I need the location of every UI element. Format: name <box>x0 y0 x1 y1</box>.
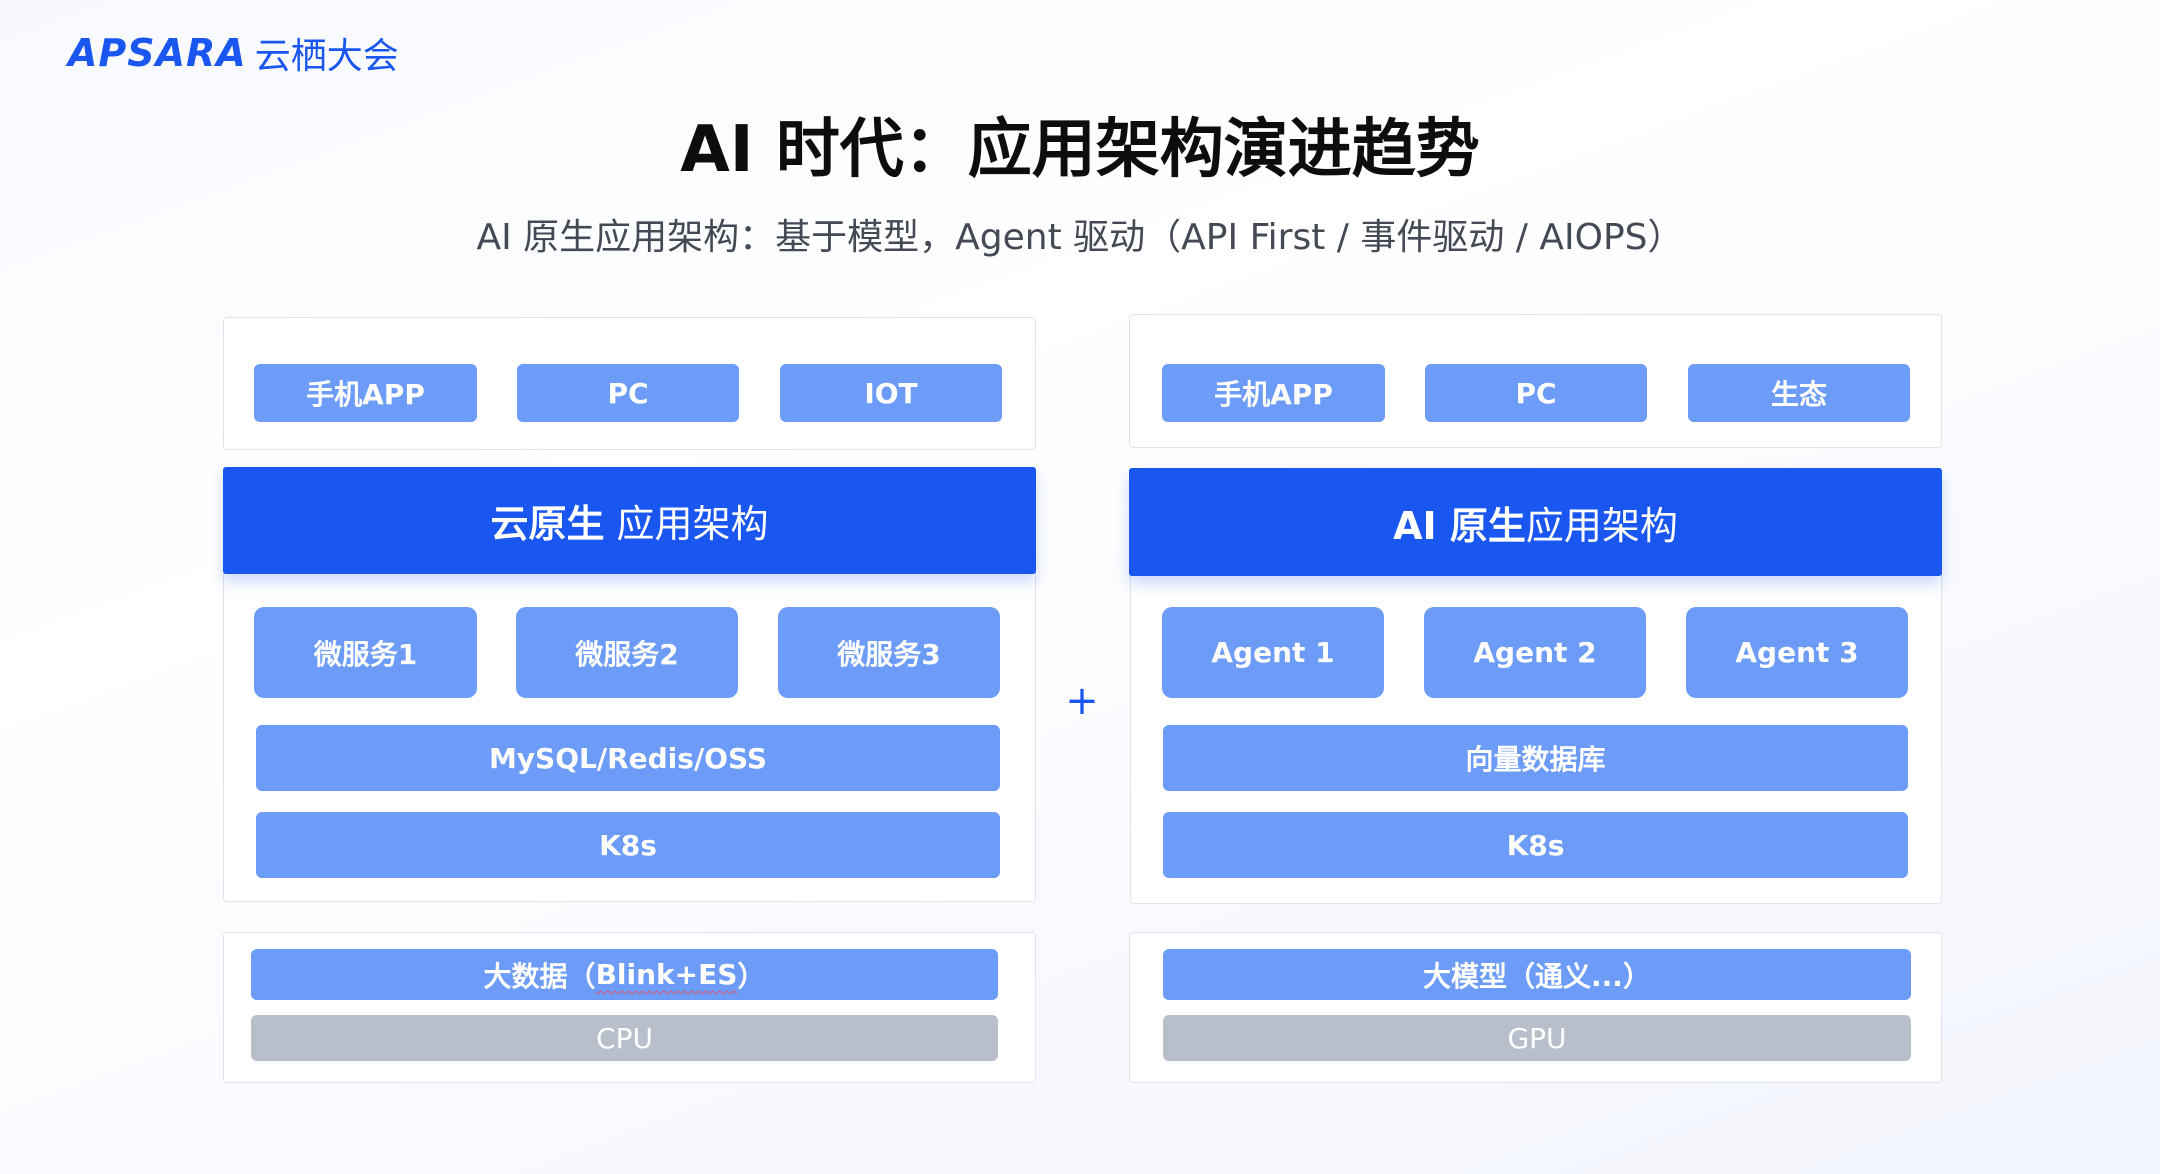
left-service-3: 微服务3 <box>778 607 1000 698</box>
right-k8s-layer: K8s <box>1163 812 1908 878</box>
right-banner-rest: 应用架构 <box>1525 503 1678 548</box>
logo-text-cn: 云栖大会 <box>254 36 399 77</box>
apsara-logo: APSARA 云栖大会 <box>68 28 399 78</box>
logo-text-en: APSARA <box>68 31 247 75</box>
page-title: AI 时代：应用架构演进趋势 <box>680 113 1480 187</box>
page-subtitle: AI 原生应用架构：基于模型，Agent 驱动（API First / 事件驱动… <box>476 217 1684 258</box>
right-banner-strong: AI 原生 <box>1393 503 1526 548</box>
left-client-mobile-app: 手机APP <box>254 364 477 422</box>
left-bigdata-layer: 大数据（Blink+ES） <box>251 949 998 1000</box>
left-banner-rest: 应用架构 <box>616 502 769 546</box>
left-bigdata-prefix: 大数据（ <box>483 959 596 993</box>
left-storage-layer: MySQL/Redis/OSS <box>256 725 1000 791</box>
left-bigdata-engines: Blink+ES <box>595 958 738 991</box>
left-cpu-layer: CPU <box>251 1015 998 1061</box>
left-client-pc: PC <box>517 364 739 422</box>
right-agent-3: Agent 3 <box>1686 607 1908 698</box>
left-service-2: 微服务2 <box>516 607 738 698</box>
left-k8s-layer: K8s <box>256 812 1000 878</box>
plus-sign: + <box>1065 678 1099 724</box>
right-client-pc: PC <box>1425 364 1647 422</box>
right-gpu-layer: GPU <box>1163 1015 1911 1061</box>
left-bigdata-suffix: ） <box>737 959 766 993</box>
right-vector-db-layer: 向量数据库 <box>1163 725 1908 791</box>
right-client-mobile-app: 手机APP <box>1162 364 1385 422</box>
left-banner-strong: 云原生 <box>490 502 605 546</box>
right-architecture-banner: AI 原生 应用架构 <box>1129 468 1942 576</box>
right-agent-2: Agent 2 <box>1424 607 1646 698</box>
left-architecture-banner: 云原生 应用架构 <box>223 467 1036 574</box>
right-model-layer: 大模型（通义...） <box>1163 949 1911 1000</box>
right-agent-1: Agent 1 <box>1162 607 1384 698</box>
left-service-1: 微服务1 <box>254 607 477 698</box>
right-client-ecosystem: 生态 <box>1688 364 1910 422</box>
left-client-iot: IOT <box>780 364 1002 422</box>
